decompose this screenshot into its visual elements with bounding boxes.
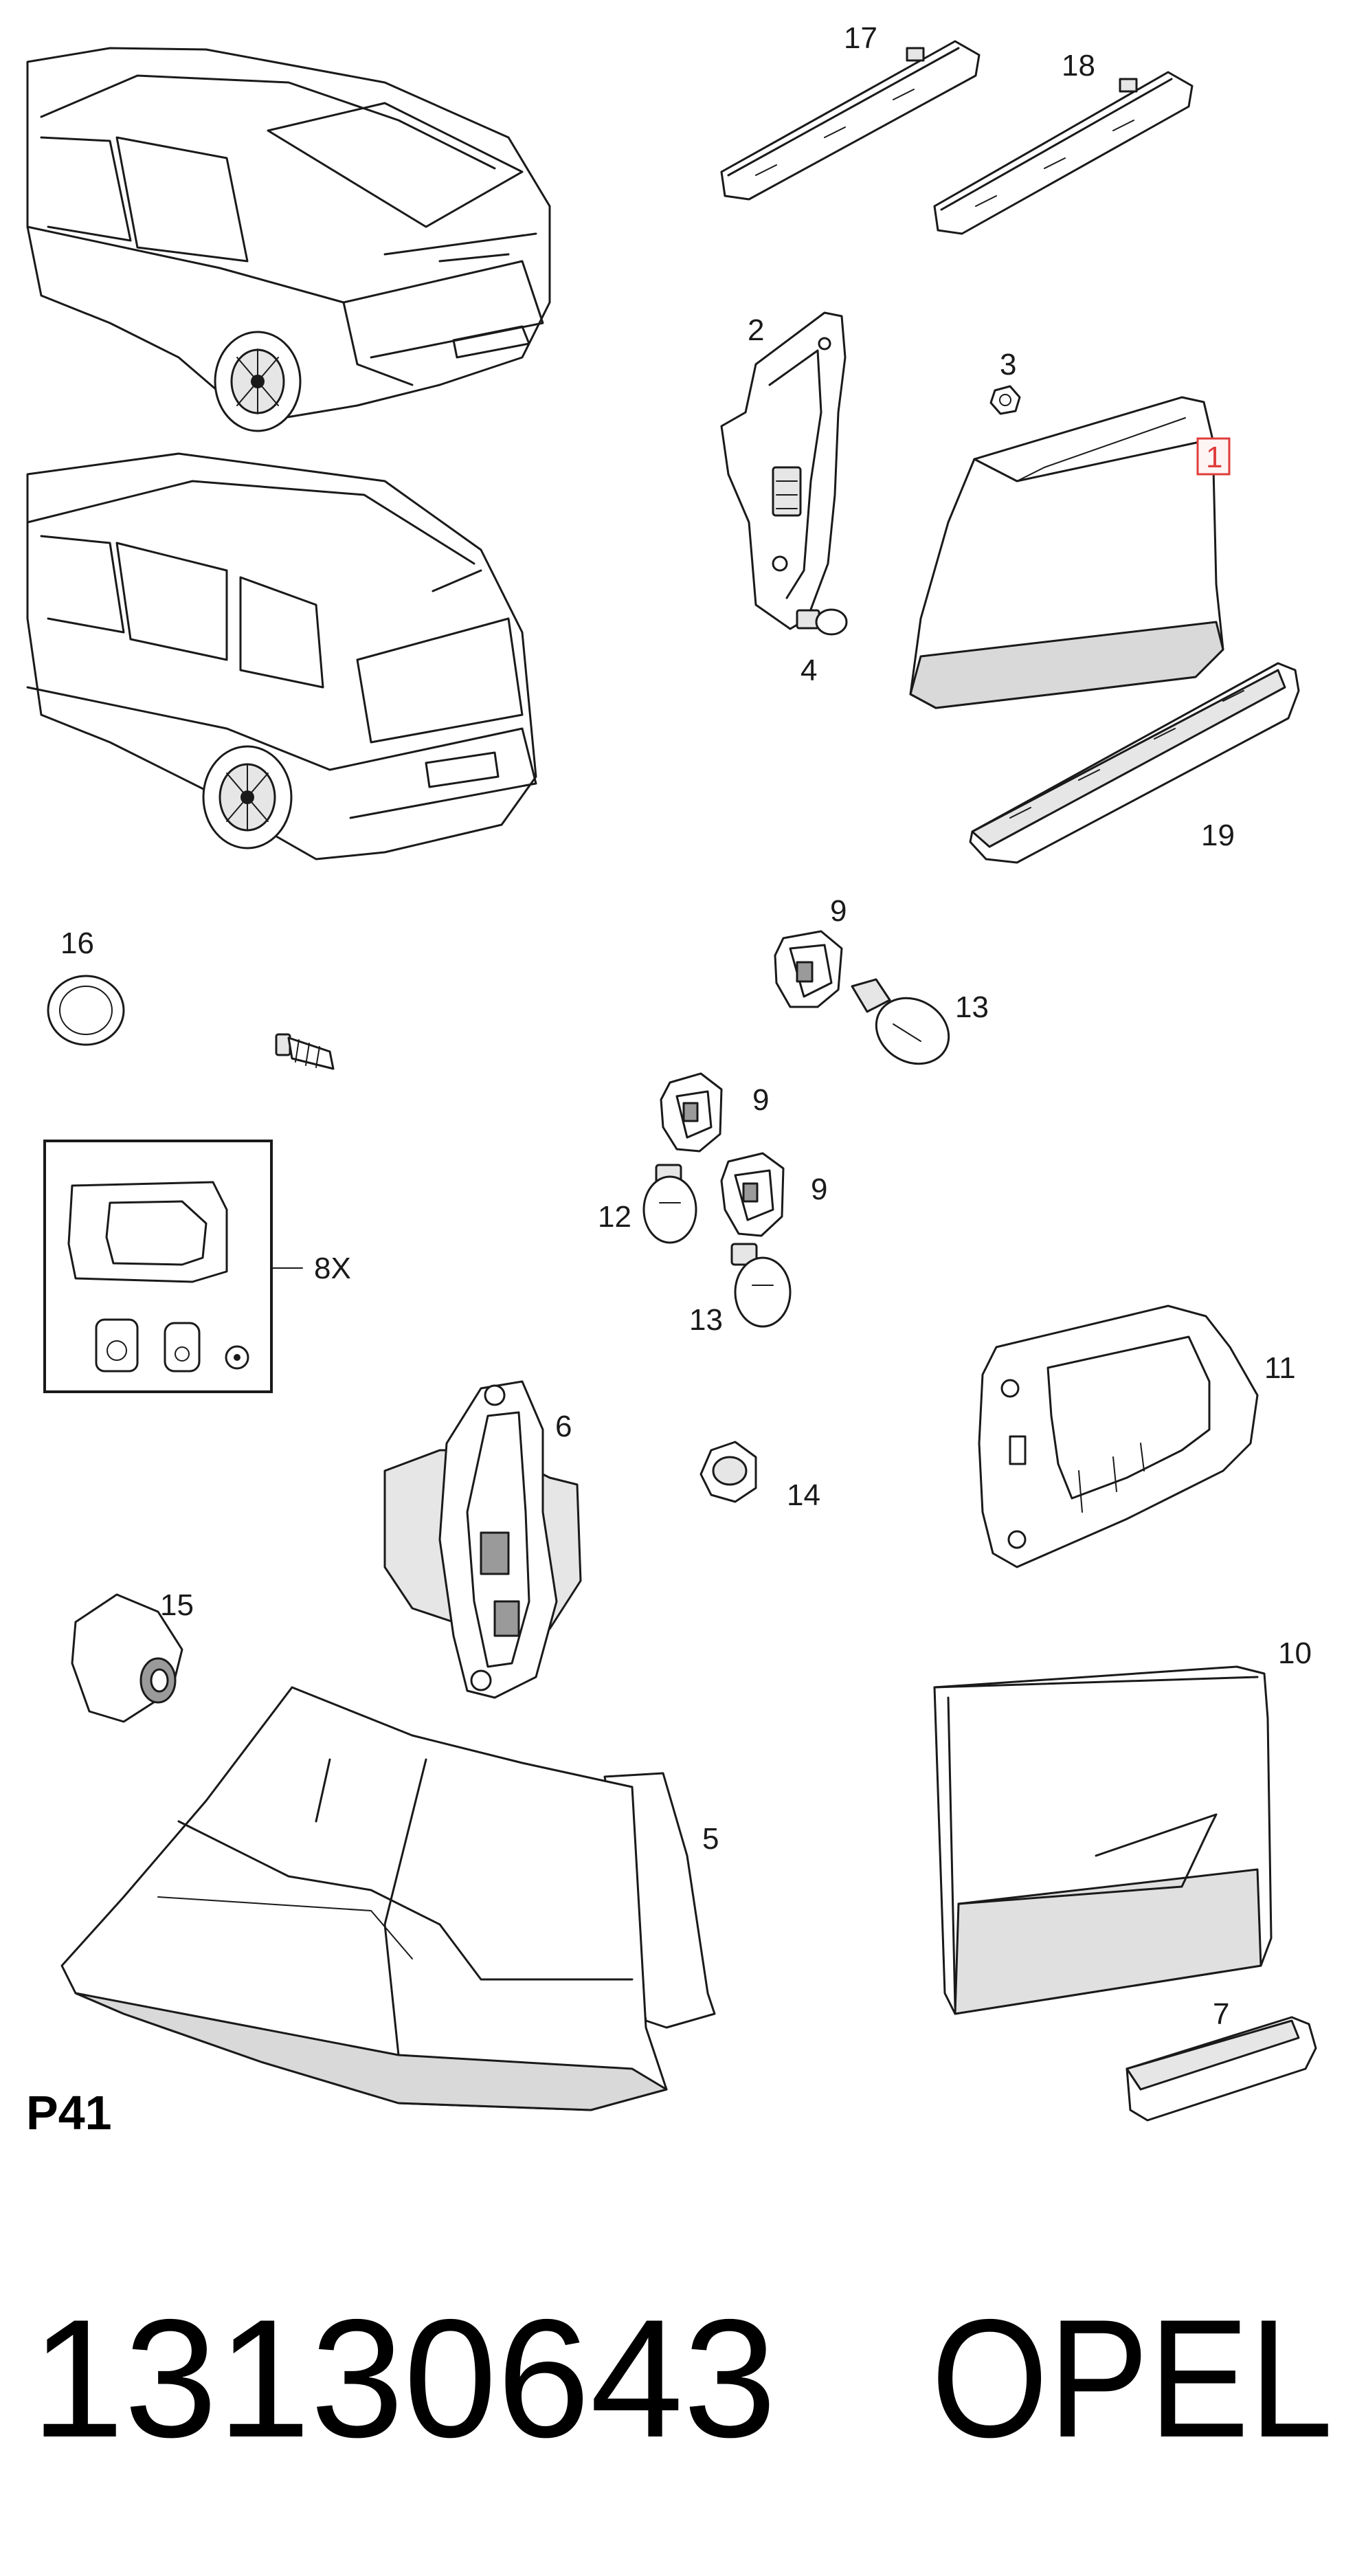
- callout-4[interactable]: 4: [800, 654, 817, 687]
- callout-9-middle[interactable]: 9: [752, 1083, 769, 1117]
- brand-name: OPEL: [931, 2284, 1333, 2472]
- callout-6[interactable]: 6: [555, 1410, 572, 1443]
- part-9-bulb-socket-top[interactable]: [774, 930, 843, 1008]
- callout-13-top[interactable]: 13: [955, 990, 989, 1024]
- part-13-bulb-top[interactable]: [851, 978, 961, 1076]
- part-13-bulb-middle[interactable]: [730, 1243, 792, 1328]
- callout-10[interactable]: 10: [1278, 1636, 1312, 1670]
- part-18-third-brake-light[interactable]: [933, 71, 1194, 235]
- part-11-gasket[interactable]: [978, 1304, 1259, 1568]
- part-9-bulb-socket-middle[interactable]: [660, 1072, 723, 1153]
- callout-18[interactable]: 18: [1062, 49, 1095, 82]
- callout-5[interactable]: 5: [702, 1822, 719, 1856]
- callout-8x[interactable]: 8X: [314, 1252, 351, 1285]
- callout-2[interactable]: 2: [748, 313, 764, 347]
- part-3-nut[interactable]: [989, 385, 1021, 415]
- page-code: P41: [26, 2086, 112, 2140]
- part-1-tail-lamp[interactable]: [909, 396, 1224, 709]
- screw-fastener: [275, 1033, 335, 1070]
- part-6-bulb-carrier[interactable]: [383, 1380, 582, 1699]
- part-number: 13130643: [31, 2284, 776, 2472]
- callout-7[interactable]: 7: [1213, 1997, 1229, 2031]
- footer: 13130643 OPEL: [31, 2284, 1333, 2472]
- sedan-car-illustration: [26, 47, 551, 432]
- callout-1[interactable]: 1: [1206, 441, 1222, 474]
- part-17-third-brake-light[interactable]: [720, 40, 981, 201]
- part-2-bulb-holder-plate[interactable]: [720, 311, 847, 630]
- callout-11[interactable]: 11: [1264, 1351, 1296, 1385]
- callout-19[interactable]: 19: [1201, 819, 1235, 852]
- part-7-reflector[interactable]: [1126, 2016, 1317, 2122]
- callout-9-right[interactable]: 9: [811, 1173, 827, 1206]
- part-8-seal-kit[interactable]: [43, 1140, 303, 1393]
- wagon-car-illustration: [26, 452, 537, 860]
- callout-14[interactable]: 14: [787, 1478, 820, 1512]
- callout-13-middle[interactable]: 13: [689, 1303, 723, 1337]
- part-5-tail-lamp-outer[interactable]: [60, 1686, 716, 2111]
- callout-15[interactable]: 15: [160, 1588, 194, 1622]
- callout-3[interactable]: 3: [1000, 348, 1016, 381]
- part-19-lamp-lens[interactable]: [969, 662, 1300, 864]
- callout-1-highlight-box: [1196, 437, 1231, 476]
- part-14-nut[interactable]: [699, 1441, 757, 1503]
- callout-17[interactable]: 17: [844, 21, 877, 55]
- callout-16[interactable]: 16: [60, 926, 94, 960]
- part-15-rubber-stop[interactable]: [71, 1593, 183, 1723]
- part-12-bulb[interactable]: [642, 1164, 697, 1244]
- part-16-round-plug[interactable]: [47, 975, 125, 1046]
- callout-labels: 1 2 3 4 17 18 19 16 9 13 9 9 12 13 8X 11…: [60, 21, 1312, 2031]
- callout-9-top[interactable]: 9: [830, 894, 847, 928]
- callout-12[interactable]: 12: [598, 1200, 631, 1234]
- part-9-bulb-socket-right[interactable]: [720, 1152, 785, 1237]
- part-10-tail-lamp-inner[interactable]: [933, 1665, 1273, 2015]
- part-4-bulb[interactable]: [796, 608, 848, 636]
